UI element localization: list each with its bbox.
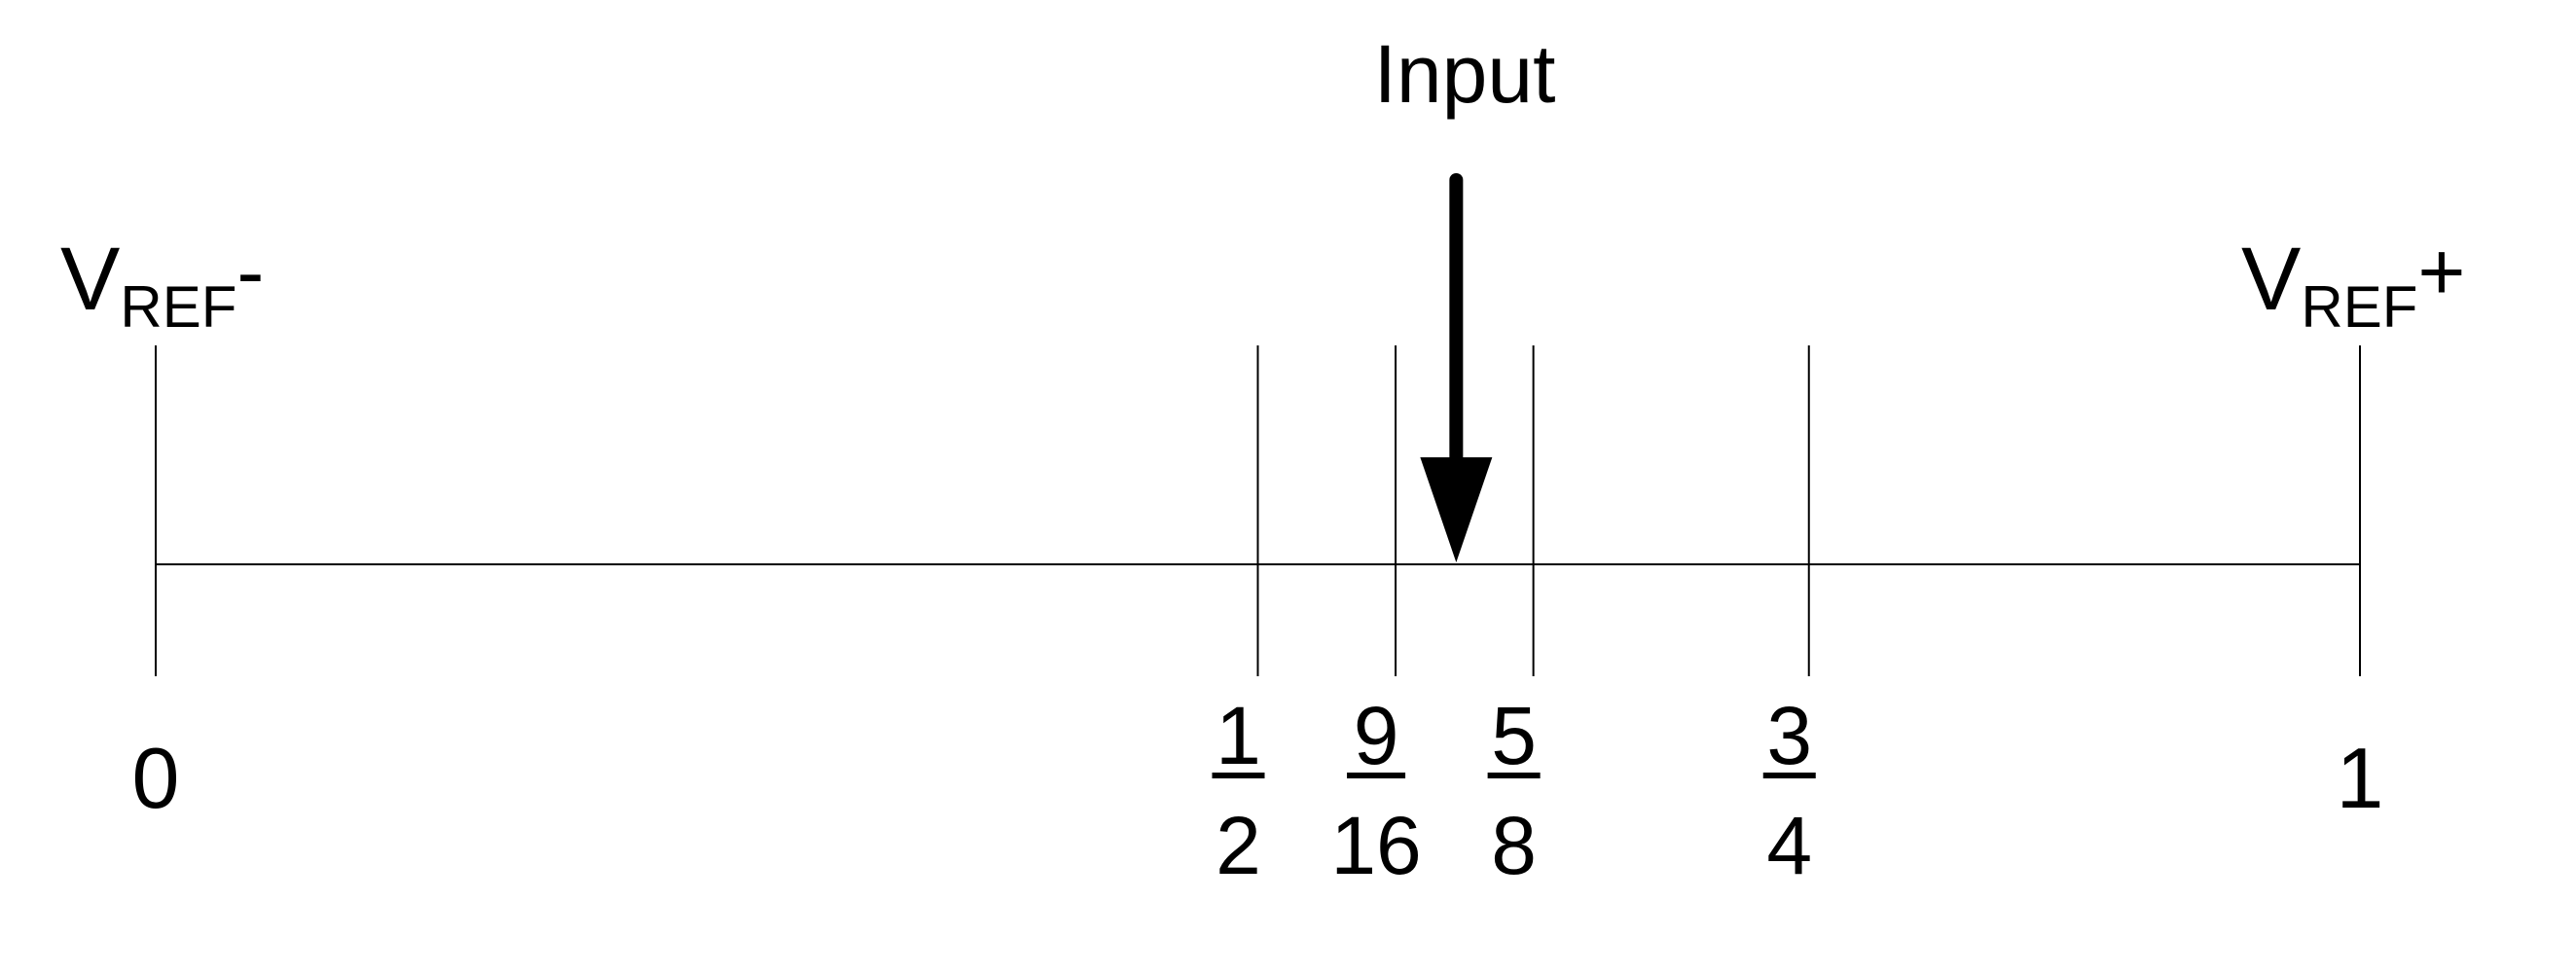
fraction-denominator: 4 — [1766, 800, 1812, 891]
fraction-denominator: 8 — [1491, 800, 1537, 891]
vref-minus-subscript: REF — [120, 274, 236, 340]
vref-plus-label: VREF+ — [2241, 226, 2465, 340]
fraction-denominator: 16 — [1330, 800, 1421, 891]
vref-plus-sign: + — [2417, 226, 2465, 317]
fraction-numerator: 9 — [1354, 690, 1399, 781]
tick-label-1: 1 — [2337, 730, 2384, 826]
vref-minus-sign: - — [236, 226, 264, 317]
vref-plus-subscript: REF — [2301, 274, 2417, 340]
fraction-denominator: 2 — [1215, 800, 1261, 891]
fraction-numerator: 1 — [1215, 690, 1261, 781]
vref-plus-main: V — [2241, 230, 2301, 329]
scale-ticks: 0 1 2 9 16 5 8 3 4 1 — [132, 345, 2384, 891]
input-arrow-head — [1420, 457, 1493, 562]
input-label: Input — [1374, 28, 1556, 120]
tick-label-0: 0 — [132, 730, 180, 826]
vref-minus-label: VREF- — [60, 226, 264, 340]
fraction-numerator: 3 — [1766, 690, 1812, 781]
input-arrow — [1420, 173, 1493, 562]
vref-minus-main: V — [60, 230, 120, 329]
fraction-numerator: 5 — [1491, 690, 1537, 781]
